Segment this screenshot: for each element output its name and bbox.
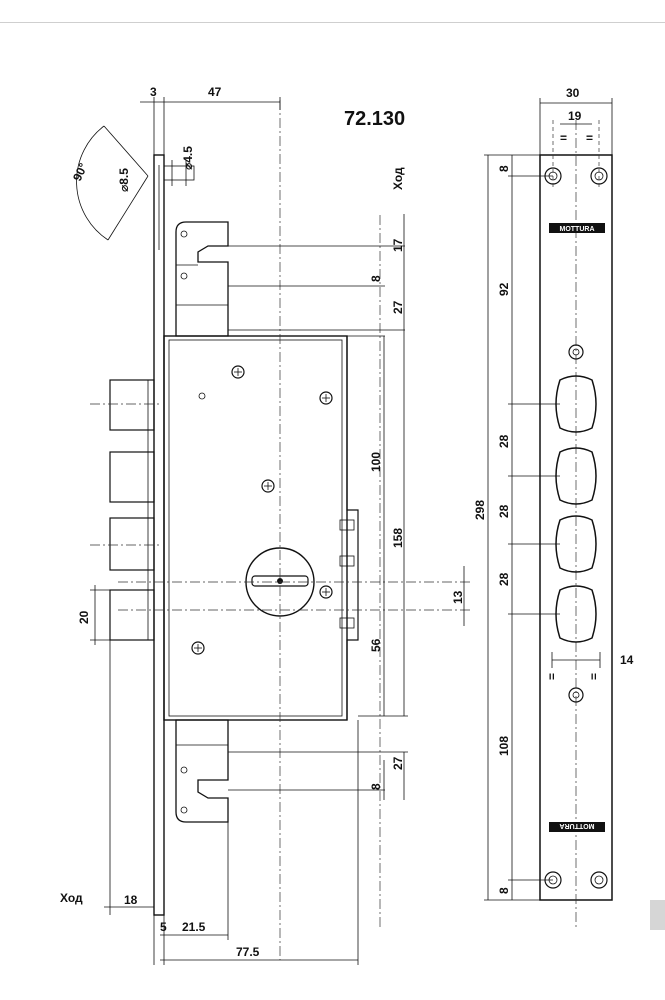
faceplate-strip [153,154,165,916]
lock-side-view [76,100,470,960]
dim-21-5: 21.5 [182,920,206,934]
left-dimensions [90,97,465,965]
eq-mark-bottom-left: = [545,673,559,680]
dim-47: 47 [208,85,222,99]
dim-8-top: 8 [369,275,383,282]
travel-label-bottom: Ход [60,891,83,905]
lock-case [163,335,348,721]
dim-5: 5 [160,920,167,934]
bolt-2 [109,451,155,503]
right-dimensions [484,98,613,901]
dim-face-8-bottom: 8 [497,887,511,894]
screw-icon [191,365,333,655]
dim-face-298: 298 [473,500,487,520]
dim-face-8-top: 8 [497,165,511,172]
dim-dia-8-5: ⌀8.5 [117,168,131,192]
dim-13: 13 [451,590,465,604]
bolt-3 [109,517,155,571]
dim-27-bottom: 27 [391,756,405,770]
upper-hook [175,221,229,337]
fixing-pin [163,165,195,181]
faceplate-front-view: MOTTURA MOTTURA [539,120,613,930]
dim-20: 20 [77,610,91,624]
bolt-4 [109,589,155,641]
bolt-1 [109,379,155,431]
edge-strip [650,900,665,930]
dim-100: 100 [369,452,383,472]
dim-17: 17 [391,238,405,252]
angle-arc [76,125,109,241]
dim-27-top: 27 [391,300,405,314]
dim-face-92: 92 [497,282,511,296]
dim-56: 56 [369,638,383,652]
eq-mark-bottom-right: = [587,673,601,680]
dim-face-28-b: 28 [497,504,511,518]
screw-hole-icon [544,167,608,889]
dim-18: 18 [124,893,138,907]
dim-77-5: 77.5 [236,945,260,959]
dim-face-28-a: 28 [497,434,511,448]
top-divider [0,22,665,23]
dim-3: 3 [150,85,157,99]
dim-face-108: 108 [497,736,511,756]
lower-hook [175,719,229,823]
brand-label-bottom: MOTTURA [560,822,595,829]
dim-19: 19 [568,109,582,123]
dim-face-14: 14 [620,653,634,667]
dim-8-bottom: 8 [369,783,383,790]
brand-label-top: MOTTURA [560,226,595,233]
eq-mark-top-right: = [586,131,593,145]
brand-badge-top [549,223,605,233]
angle-label: 90° [70,161,90,184]
bolt-opening-icon [555,375,597,643]
dim-dia-4-5: ⌀4.5 [181,146,195,170]
dim-face-28-c: 28 [497,572,511,586]
eq-mark-top-left: = [560,131,567,145]
model-number: 72.130 [344,108,405,130]
dim-158: 158 [391,528,405,548]
dim-30: 30 [566,86,580,100]
travel-label-top: Ход [391,167,405,190]
brand-badge-bottom [549,822,605,832]
